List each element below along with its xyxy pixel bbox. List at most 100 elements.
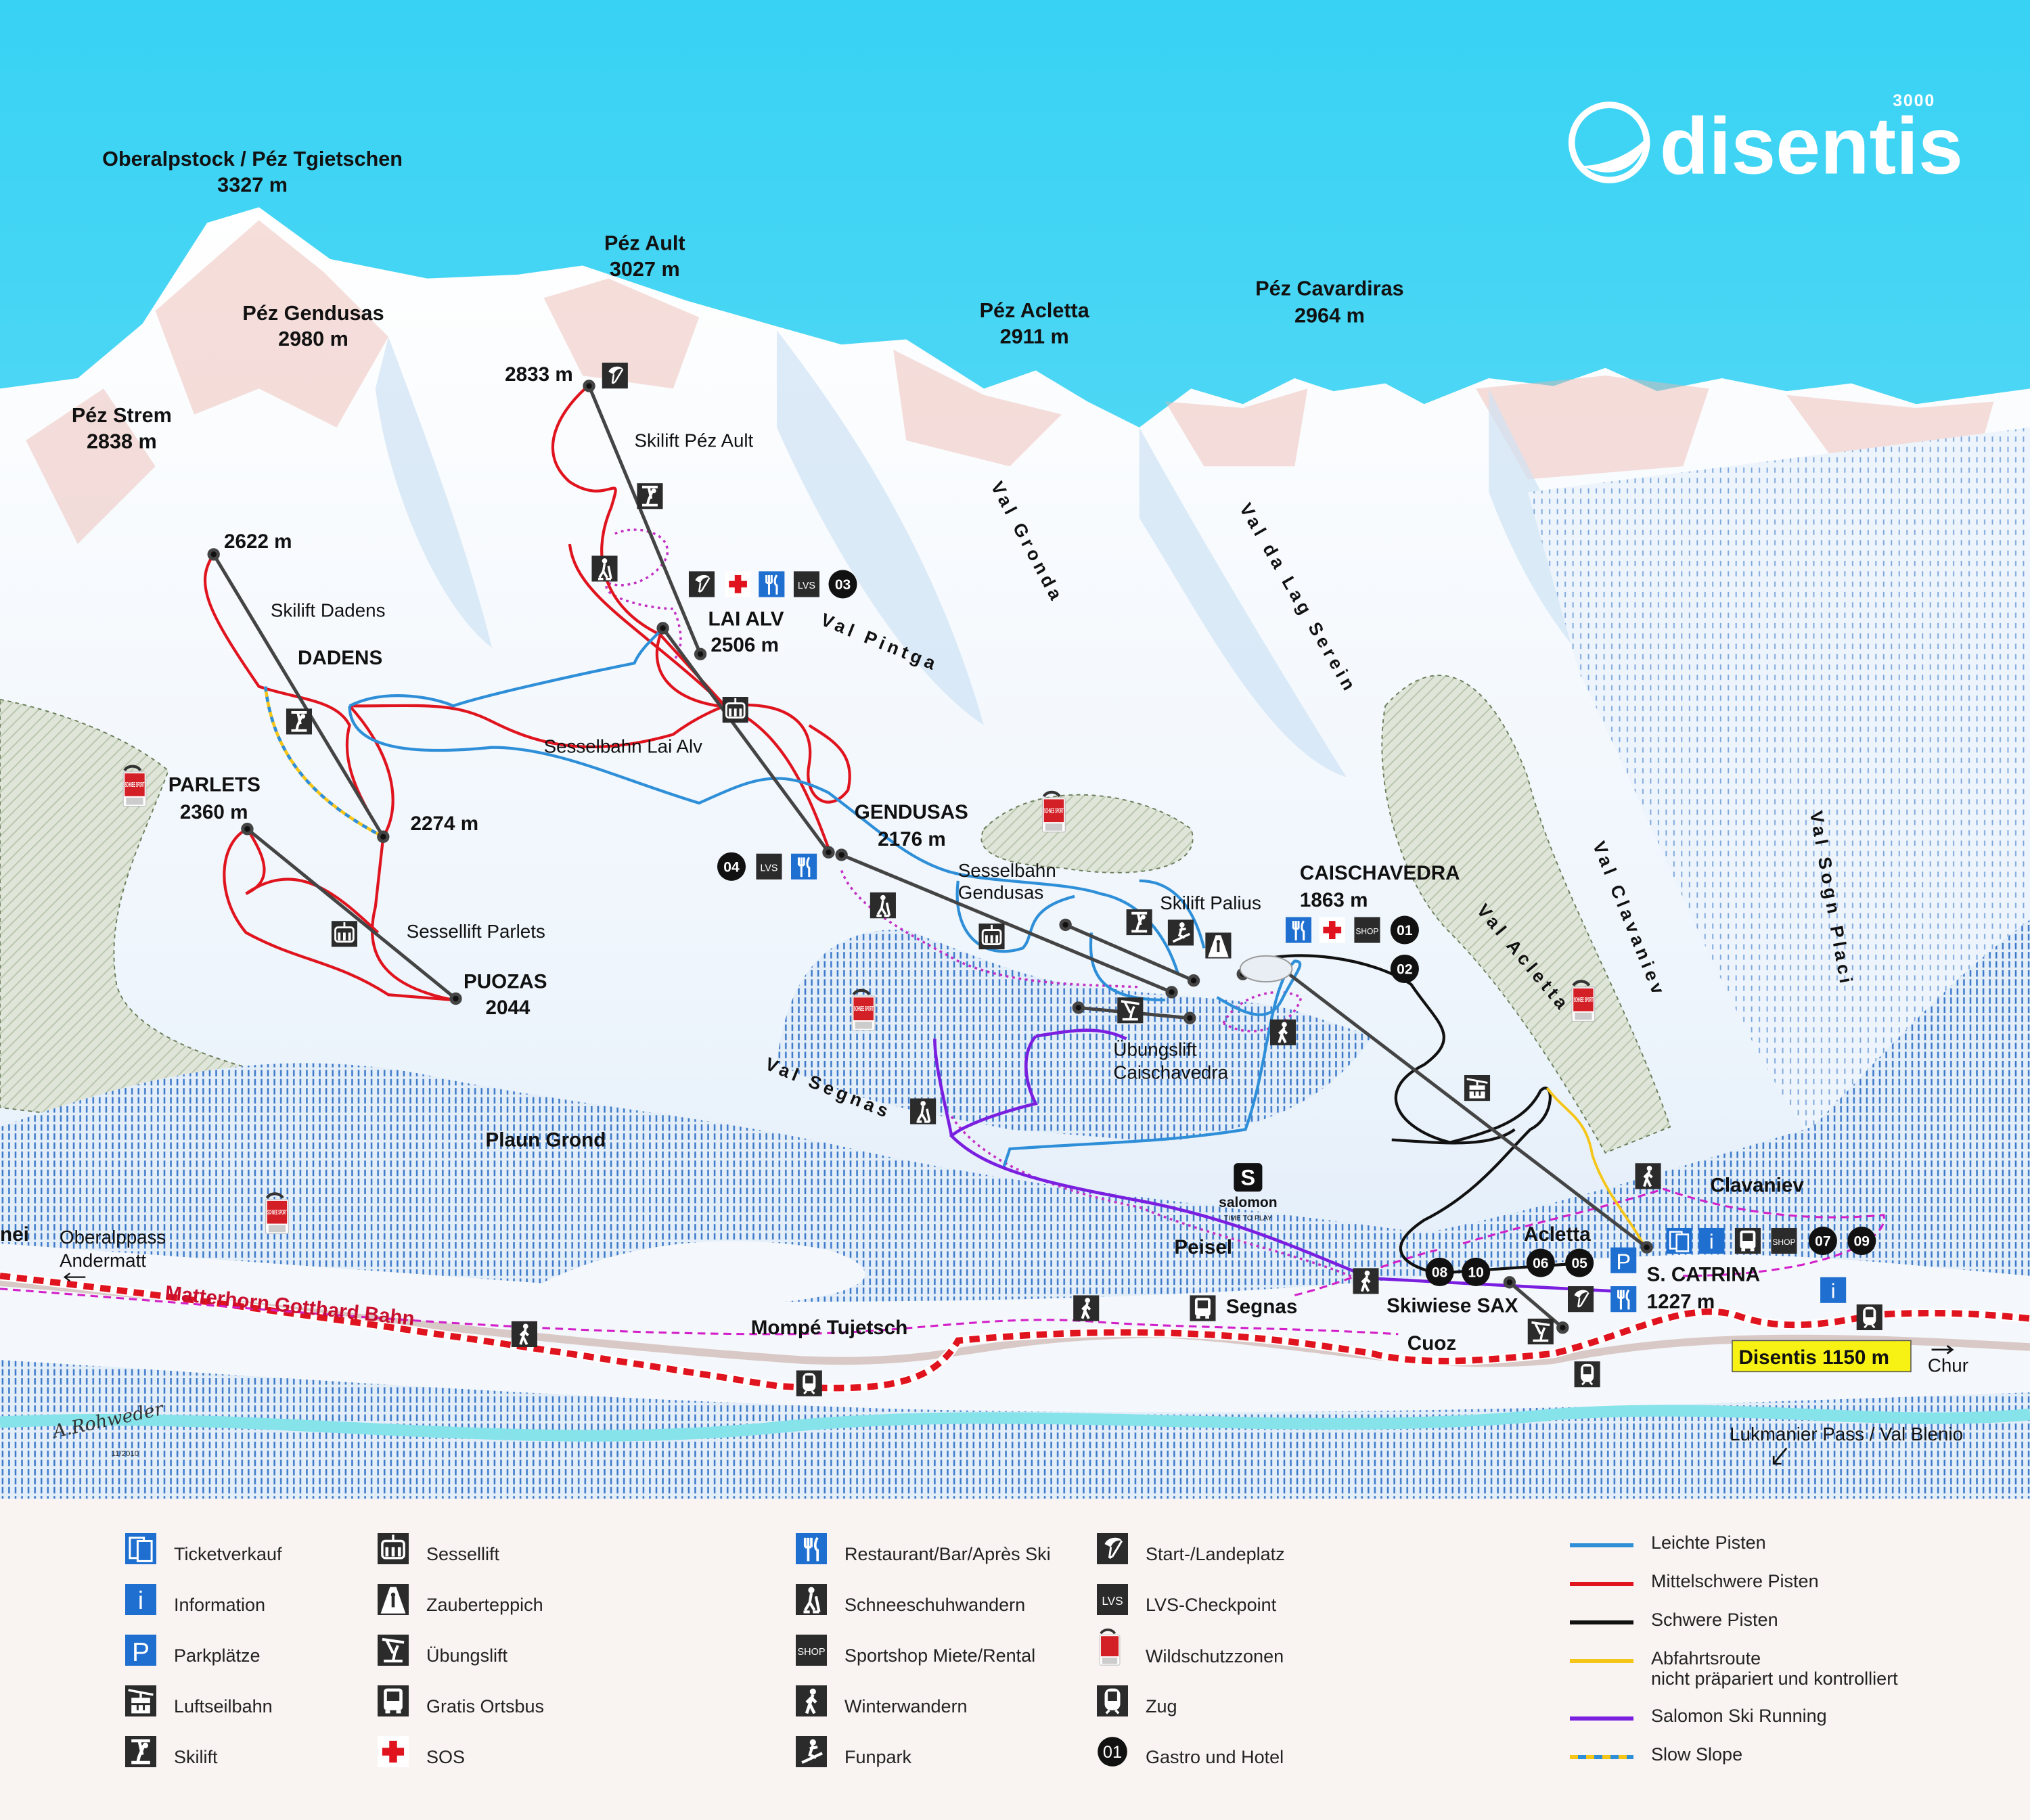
peak-labels: Oberalpstock / Péz Tgietschen 3327 m Péz… — [72, 147, 1404, 453]
lift-labels: Skilift Péz Ault Skilift Dadens Sesselba… — [271, 430, 1261, 1083]
label-plaun-grond: Plaun Grond — [485, 1129, 606, 1151]
label-gendusas: GENDUSAS — [855, 801, 968, 823]
lift-sax — [1508, 1281, 1564, 1329]
ticket-icon — [125, 1533, 156, 1564]
label-left-edge: nei — [0, 1223, 29, 1246]
ski-map: i P — [0, 0, 2030, 1499]
line-swatch-slow-slope — [1570, 1755, 1633, 1759]
label-dadens: DADENS — [298, 647, 382, 669]
label-disentis: Disentis 1150 m — [1739, 1346, 1889, 1369]
lift-lines — [207, 380, 1653, 1334]
label-skilift-palius: Skilift Palius — [1160, 892, 1261, 913]
label-peisel: Peisel — [1174, 1236, 1232, 1258]
label-top-dadens: 2622 m — [224, 530, 292, 553]
label-sesselbahn-lai-alv: Sesselbahn Lai Alv — [544, 735, 703, 756]
restaurant-icon — [791, 853, 817, 880]
funpark-icon — [1167, 919, 1194, 946]
caischavedra-station — [1239, 955, 1293, 983]
peak-name: Péz Acletta — [980, 299, 1090, 322]
snowshoe-icon — [796, 1584, 827, 1615]
arrow-left-icon — [63, 1272, 86, 1282]
gastro-badge-circle — [1462, 1257, 1491, 1287]
label-segnas: Segnas — [1226, 1296, 1297, 1318]
gastro-badge-number: 08 — [1432, 1265, 1448, 1281]
label-uebungslift: Caischavedra — [1113, 1062, 1228, 1083]
legend-label: Leichte Pisten — [1651, 1532, 1766, 1553]
restaurant-icon — [796, 1533, 827, 1564]
label-sessellift-parlets: Sessellift Parlets — [407, 921, 545, 942]
peak-elevation: 2964 m — [1294, 304, 1365, 327]
practice-lift-icon — [1117, 997, 1144, 1024]
shop-icon: SHOP — [796, 1635, 827, 1666]
sos-cross-icon — [1319, 917, 1345, 943]
label-mompe-tujetsch: Mompé Tujetsch — [751, 1317, 908, 1339]
peak-name: Péz Strem — [72, 404, 172, 427]
gastro-badge-circle — [828, 570, 857, 599]
gastro-badge[interactable]: 09 — [1847, 1226, 1876, 1256]
salomon-name: salomon — [1219, 1195, 1278, 1210]
label-s-catrina: S. CATRINA — [1647, 1263, 1760, 1286]
magic-carpet-icon — [378, 1584, 409, 1615]
gastro-badge[interactable]: 05 — [1565, 1248, 1594, 1277]
label-skilift-dadens: Skilift Dadens — [271, 599, 386, 620]
peak-name: Péz Ault — [604, 231, 685, 254]
info-icon — [1698, 1227, 1725, 1254]
snowshoe-icon — [591, 555, 618, 582]
chairlift-icon — [978, 923, 1005, 950]
gastro-badge-circle — [1565, 1248, 1594, 1277]
sos-cross-icon — [725, 571, 751, 597]
gastro-badge-number: 03 — [835, 577, 851, 593]
gastro-badge[interactable]: 08 — [1425, 1257, 1454, 1287]
label-skilift-pez-ault: Skilift Péz Ault — [635, 430, 754, 451]
lift-sesselbahn-gendusas — [840, 853, 1173, 994]
legend-label: Slow Slope — [1651, 1744, 1743, 1765]
legend-label: Sportshop Miete/Rental — [844, 1645, 1036, 1666]
gastro-badge[interactable]: 03 — [828, 570, 857, 599]
gastro-badge[interactable]: 02 — [1390, 954, 1419, 984]
salomon-ski-running-trail — [933, 1028, 1619, 1293]
chairlift-icon — [331, 921, 358, 947]
gastro-badge[interactable]: 06 — [1526, 1248, 1555, 1277]
lift-skilift-palius — [1064, 923, 1195, 982]
label-caischavedra: CAISCHAVEDRA — [1300, 862, 1460, 884]
rock-faces — [26, 220, 1994, 545]
label-clavaniev: Clavaniev — [1710, 1174, 1804, 1196]
peak-elevation: 2911 m — [1000, 325, 1069, 348]
peak-elevation: 2980 m — [278, 327, 348, 350]
legend-label: Funpark — [844, 1747, 912, 1767]
gastro-badge[interactable]: 10 — [1462, 1257, 1491, 1287]
magic-carpet-icon — [1205, 932, 1232, 959]
river — [0, 1405, 2030, 1442]
legend-label: Winterwandern — [844, 1696, 968, 1716]
winter-hiking-icon — [1635, 1163, 1661, 1189]
legend-item-sos: SOS — [378, 1733, 465, 1767]
label-uebungslift: Übungslift — [1113, 1039, 1197, 1060]
label-puozas-elev: 2044 — [485, 997, 530, 1019]
winter-hiking-icon — [796, 1685, 827, 1716]
lift-luftseilbahn — [1284, 970, 1648, 1249]
forest-right-slope — [1527, 427, 2030, 1140]
chairlift-icon — [378, 1533, 409, 1564]
logo-superscript: 3000 — [1893, 91, 1935, 110]
peak-elevation: 2838 m — [87, 430, 157, 453]
wildlife-sign-text: SCHNEE SPORT — [1574, 997, 1594, 1004]
lvs-glyph: LVS — [760, 863, 777, 873]
skilift-icon — [286, 708, 313, 735]
train-icon — [1574, 1361, 1600, 1388]
paraglider-icon — [1097, 1533, 1128, 1564]
legend-item-cablecar: Luftseilbahn — [125, 1683, 273, 1716]
peak-name: Péz Cavardiras — [1255, 277, 1403, 300]
legend-label: Gastro und Hotel — [1146, 1747, 1284, 1767]
label-oberalppass: Oberalppass — [60, 1227, 166, 1248]
winter-hiking-icon — [511, 1321, 538, 1348]
gastro-badge[interactable]: 07 — [1808, 1226, 1837, 1256]
slow-slope — [263, 686, 384, 838]
line-swatch-black — [1570, 1620, 1633, 1624]
disentis-logo: disentis 3000 — [1568, 91, 1963, 191]
train-icon — [1097, 1685, 1128, 1716]
gastro-badge[interactable]: 04 — [717, 852, 746, 881]
line-swatch-red — [1570, 1582, 1633, 1586]
gastro-badge[interactable]: 01 — [1390, 915, 1419, 945]
winter-hiking-icon — [1073, 1295, 1100, 1321]
logo-text: disentis — [1660, 102, 1963, 191]
